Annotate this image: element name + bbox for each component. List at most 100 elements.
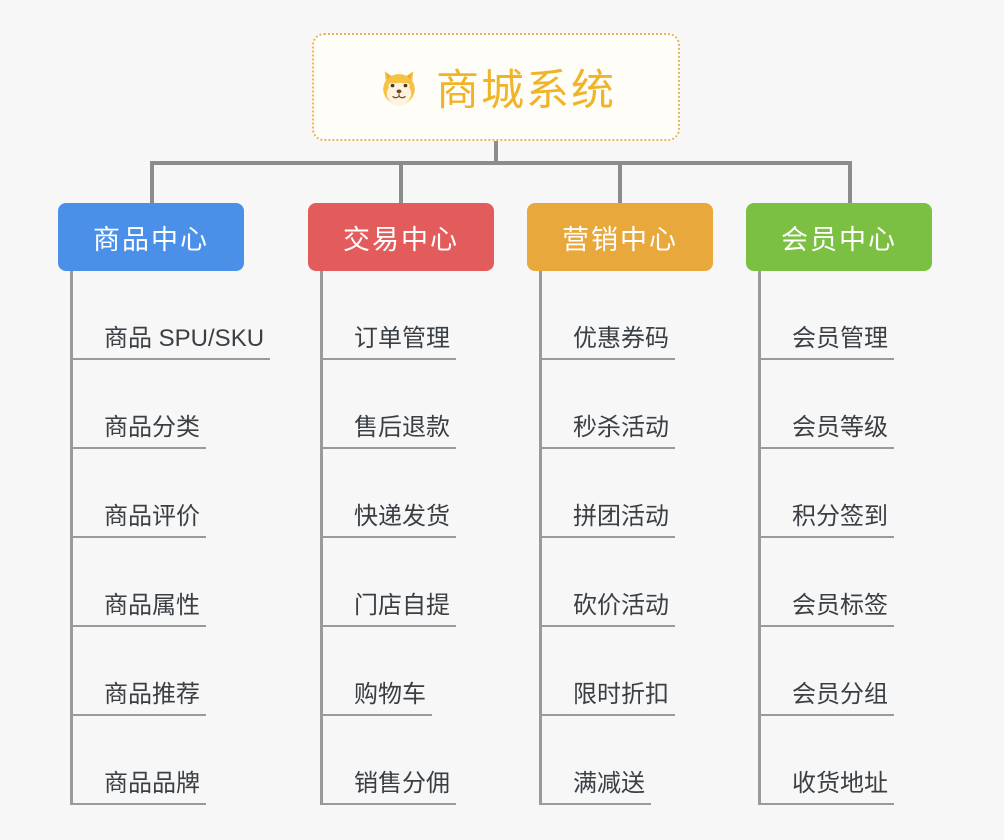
leaf-label: 会员分组 <box>758 683 894 716</box>
leaf-trunk <box>70 271 73 805</box>
leaf-label: 快递发货 <box>320 505 456 538</box>
leaf-trunk <box>539 271 542 805</box>
leaf-underline <box>70 714 206 716</box>
leaf-label: 砍价活动 <box>539 594 675 627</box>
leaf-item[interactable]: 秒杀活动 <box>539 360 713 449</box>
branch-label: 交易中心 <box>343 224 459 255</box>
connector-drop-product-center <box>150 161 154 206</box>
root-title: 商城系统 <box>436 67 616 115</box>
leaf-underline <box>70 803 206 805</box>
leaf-list-member-center: 会员管理 会员等级 积分签到 会员标签 会员分组 收货地址 <box>758 271 932 805</box>
leaf-label: 会员等级 <box>758 416 894 449</box>
leaf-label: 商品评价 <box>70 505 206 538</box>
leaf-item[interactable]: 会员等级 <box>758 360 932 449</box>
connector-drop-member-center <box>848 161 852 206</box>
leaf-label: 购物车 <box>320 683 432 716</box>
leaf-item[interactable]: 销售分佣 <box>320 716 494 805</box>
leaf-item[interactable]: 商品分类 <box>70 360 264 449</box>
leaf-item[interactable]: 商品品牌 <box>70 716 264 805</box>
leaf-item[interactable]: 优惠券码 <box>539 271 713 360</box>
leaf-underline <box>320 358 456 360</box>
leaf-underline <box>539 536 675 538</box>
leaf-item[interactable]: 拼团活动 <box>539 449 713 538</box>
leaf-item[interactable]: 商品 SPU/SKU <box>70 271 270 360</box>
branch-header-member-center[interactable]: 会员中心 <box>746 203 932 271</box>
branch-product-center: 商品中心 商品 SPU/SKU 商品分类 商品评价 商品属性 商品推荐 商品品牌 <box>58 203 270 805</box>
shiba-dog-face-icon <box>376 64 422 110</box>
root-node[interactable]: 商城系统 <box>312 33 680 141</box>
leaf-item[interactable]: 会员管理 <box>758 271 932 360</box>
leaf-item[interactable]: 购物车 <box>320 627 494 716</box>
leaf-item[interactable]: 会员标签 <box>758 538 932 627</box>
connector-bus <box>150 161 852 165</box>
branch-marketing-center: 营销中心 优惠券码 秒杀活动 拼团活动 砍价活动 限时折扣 满减送 <box>527 203 713 805</box>
branch-header-marketing-center[interactable]: 营销中心 <box>527 203 713 271</box>
leaf-trunk <box>758 271 761 805</box>
leaf-item[interactable]: 门店自提 <box>320 538 494 627</box>
leaf-underline <box>758 536 894 538</box>
leaf-underline <box>320 447 456 449</box>
leaf-label: 会员标签 <box>758 594 894 627</box>
leaf-item[interactable]: 收货地址 <box>758 716 932 805</box>
leaf-item[interactable]: 售后退款 <box>320 360 494 449</box>
leaf-underline <box>70 358 270 360</box>
leaf-label: 满减送 <box>539 772 651 805</box>
leaf-underline <box>758 625 894 627</box>
leaf-underline <box>320 714 432 716</box>
leaf-list-marketing-center: 优惠券码 秒杀活动 拼团活动 砍价活动 限时折扣 满减送 <box>539 271 713 805</box>
leaf-item[interactable]: 积分签到 <box>758 449 932 538</box>
leaf-underline <box>758 447 894 449</box>
branch-label: 商品中心 <box>93 224 209 255</box>
leaf-label: 优惠券码 <box>539 327 675 360</box>
leaf-underline <box>539 803 651 805</box>
leaf-label: 商品推荐 <box>70 683 206 716</box>
leaf-label: 会员管理 <box>758 327 894 360</box>
leaf-label: 拼团活动 <box>539 505 675 538</box>
branch-label: 营销中心 <box>562 224 678 255</box>
leaf-item[interactable]: 满减送 <box>539 716 713 805</box>
leaf-underline <box>70 625 206 627</box>
leaf-label: 售后退款 <box>320 416 456 449</box>
branch-header-trade-center[interactable]: 交易中心 <box>308 203 494 271</box>
leaf-label: 收货地址 <box>758 772 894 805</box>
leaf-label: 商品分类 <box>70 416 206 449</box>
leaf-item[interactable]: 商品评价 <box>70 449 264 538</box>
leaf-item[interactable]: 砍价活动 <box>539 538 713 627</box>
connector-drop-trade-center <box>399 161 403 206</box>
leaf-item[interactable]: 商品推荐 <box>70 627 264 716</box>
leaf-list-product-center: 商品 SPU/SKU 商品分类 商品评价 商品属性 商品推荐 商品品牌 <box>70 271 270 805</box>
leaf-underline <box>320 625 456 627</box>
leaf-trunk <box>320 271 323 805</box>
leaf-underline <box>320 536 456 538</box>
branch-header-product-center[interactable]: 商品中心 <box>58 203 244 271</box>
branch-label: 会员中心 <box>781 224 897 255</box>
leaf-item[interactable]: 限时折扣 <box>539 627 713 716</box>
leaf-item[interactable]: 快递发货 <box>320 449 494 538</box>
leaf-underline <box>539 447 675 449</box>
leaf-label: 商品 SPU/SKU <box>70 327 270 360</box>
leaf-underline <box>70 536 206 538</box>
branch-member-center: 会员中心 会员管理 会员等级 积分签到 会员标签 会员分组 收货地址 <box>746 203 932 805</box>
leaf-underline <box>539 625 675 627</box>
leaf-label: 秒杀活动 <box>539 416 675 449</box>
leaf-label: 商品属性 <box>70 594 206 627</box>
leaf-underline <box>758 358 894 360</box>
connector-drop-marketing-center <box>618 161 622 206</box>
leaf-label: 商品品牌 <box>70 772 206 805</box>
leaf-label: 门店自提 <box>320 594 456 627</box>
leaf-underline <box>758 714 894 716</box>
leaf-underline <box>539 714 675 716</box>
leaf-underline <box>758 803 894 805</box>
leaf-item[interactable]: 商品属性 <box>70 538 264 627</box>
leaf-label: 积分签到 <box>758 505 894 538</box>
leaf-label: 销售分佣 <box>320 772 456 805</box>
leaf-underline <box>70 447 206 449</box>
leaf-label: 限时折扣 <box>539 683 675 716</box>
leaf-item[interactable]: 订单管理 <box>320 271 494 360</box>
leaf-label: 订单管理 <box>320 327 456 360</box>
leaf-underline <box>539 358 675 360</box>
leaf-underline <box>320 803 456 805</box>
leaf-item[interactable]: 会员分组 <box>758 627 932 716</box>
connector-root-stem <box>494 141 498 164</box>
